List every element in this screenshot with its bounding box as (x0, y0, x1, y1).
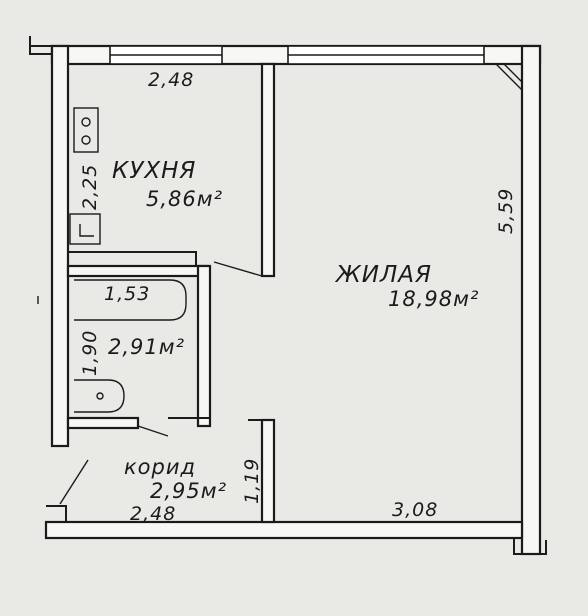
kitchen-area-label: 5,86м² (146, 187, 223, 211)
bath-fixtures (74, 279, 187, 413)
living-name-label: ЖИЛАЯ (334, 262, 432, 288)
living-area-label: 18,98м² (388, 287, 479, 311)
windows (109, 45, 523, 91)
bathroom-depth-label: 1,90 (79, 330, 101, 376)
labels: 2,48 КУХНЯ 5,86м² 2,25 ЖИЛАЯ 18,98м² 5,5… (79, 69, 517, 525)
partition-walls (46, 62, 276, 524)
kitchen-fixtures (69, 107, 101, 245)
corridor-width-label: 2,48 (130, 503, 176, 525)
corridor-name-label: корид (124, 455, 196, 479)
corridor-depth-label: 1,19 (241, 458, 263, 504)
corridor-area-label: 2,95м² (150, 479, 227, 503)
living-width-label: 3,08 (392, 499, 438, 521)
kitchen-name-label: КУХНЯ (112, 158, 196, 184)
kitchen-depth-label: 2,25 (79, 164, 101, 210)
bathroom-width-label: 1,53 (104, 283, 150, 305)
kitchen-width-label: 2,48 (148, 69, 194, 91)
living-depth-label: 5,59 (495, 188, 517, 234)
bathroom-area-label: 2,91м² (108, 335, 185, 359)
